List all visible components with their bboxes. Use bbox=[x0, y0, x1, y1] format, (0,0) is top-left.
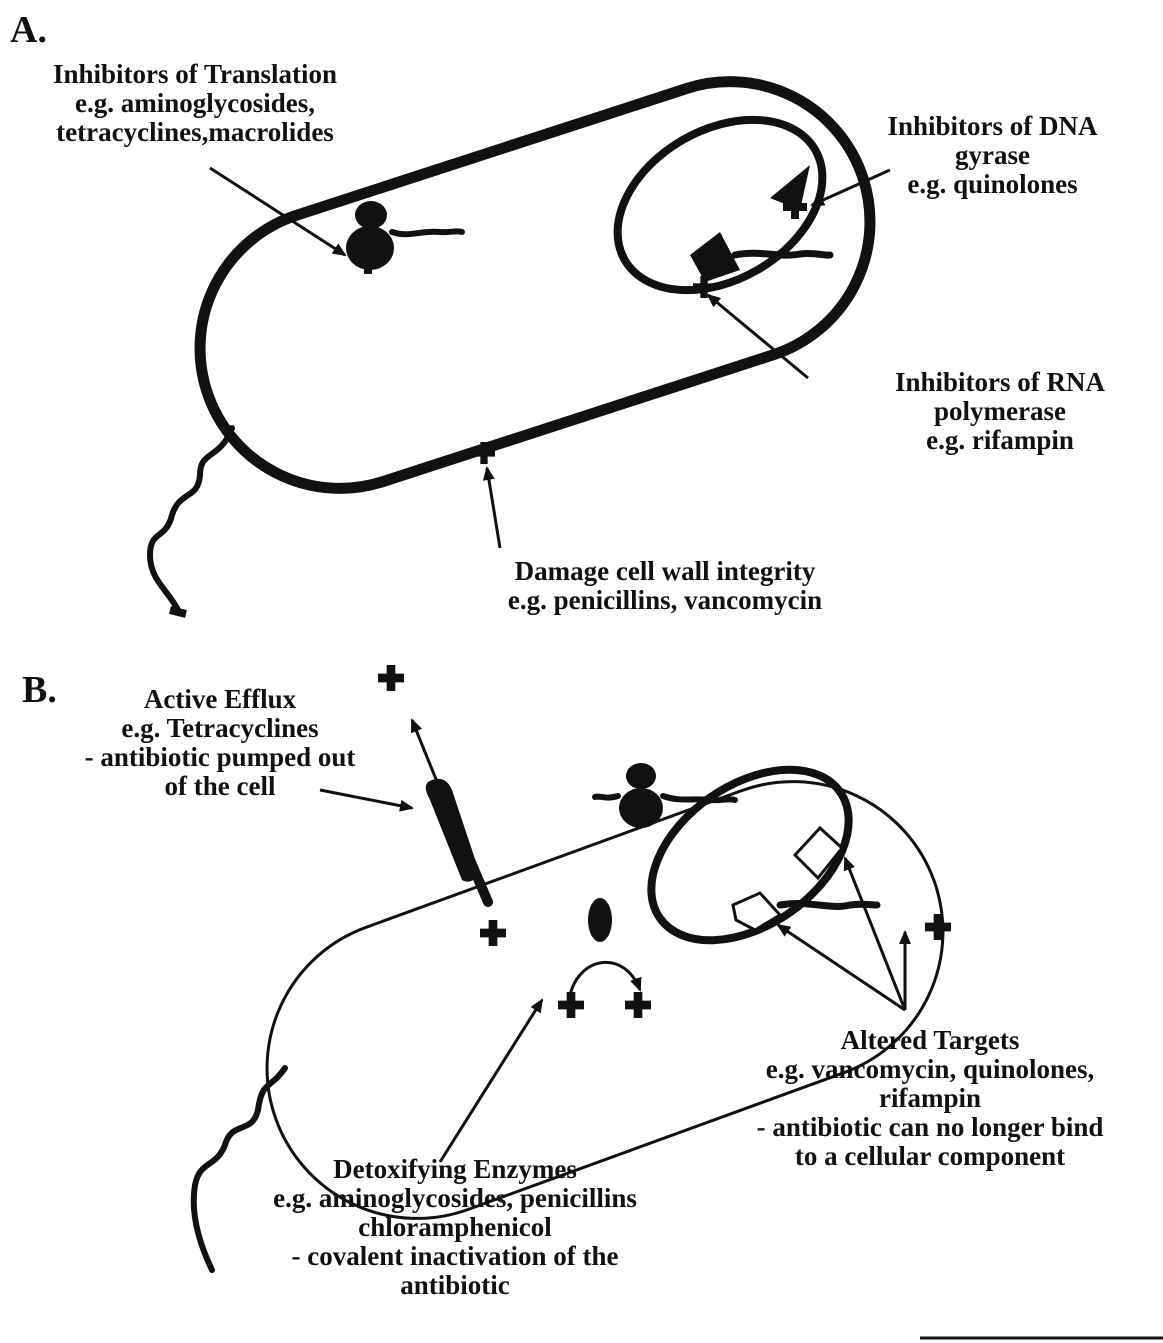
label-altered: Altered Targets e.g. vancomycin, quinolo… bbox=[700, 1026, 1160, 1171]
label-detox-ex2: chloramphenicol bbox=[215, 1213, 695, 1242]
panel-label-a: A. bbox=[10, 8, 47, 52]
antibiotic-molecule-in bbox=[480, 920, 506, 946]
label-cell-wall-ex: e.g. penicillins, vancomycin bbox=[440, 586, 890, 615]
label-rna-pol-title: Inhibitors of RNA bbox=[855, 368, 1145, 397]
label-translation: Inhibitors of Translation e.g. aminoglyc… bbox=[5, 60, 385, 147]
label-translation-title: Inhibitors of Translation bbox=[5, 60, 385, 89]
label-detox-desc2: antibiotic bbox=[215, 1271, 695, 1300]
label-gyrase-title: Inhibitors of DNA bbox=[860, 112, 1125, 141]
label-efflux-ex: e.g. Tetracyclines bbox=[25, 714, 415, 743]
label-altered-ex1: e.g. vancomycin, quinolones, bbox=[700, 1055, 1160, 1084]
label-translation-ex1: e.g. aminoglycosides, bbox=[5, 89, 385, 118]
enzyme-icon bbox=[558, 898, 651, 1018]
label-gyrase-sub: gyrase bbox=[860, 141, 1125, 170]
label-rna-pol-ex: e.g. rifampin bbox=[855, 426, 1145, 455]
dna-plasmid-b bbox=[620, 735, 881, 976]
label-efflux-desc2: of the cell bbox=[25, 772, 415, 801]
label-rna-pol: Inhibitors of RNA polymerase e.g. rifamp… bbox=[855, 368, 1145, 455]
ribosome-icon bbox=[346, 201, 462, 274]
label-detox-desc1: - covalent inactivation of the bbox=[215, 1242, 695, 1271]
arrow-altered-2 bbox=[845, 858, 905, 1010]
label-efflux: Active Efflux e.g. Tetracyclines - antib… bbox=[25, 685, 415, 801]
label-gyrase-ex: e.g. quinolones bbox=[860, 170, 1125, 199]
label-detox-title: Detoxifying Enzymes bbox=[215, 1155, 695, 1184]
label-altered-desc1: - antibiotic can no longer bind bbox=[700, 1113, 1160, 1142]
label-cell-wall-title: Damage cell wall integrity bbox=[440, 557, 890, 586]
arrow-cell-wall bbox=[487, 468, 500, 548]
label-altered-title: Altered Targets bbox=[700, 1026, 1160, 1055]
label-detox-ex1: e.g. aminoglycosides, penicillins bbox=[215, 1184, 695, 1213]
label-efflux-desc1: - antibiotic pumped out bbox=[25, 743, 415, 772]
label-detox: Detoxifying Enzymes e.g. aminoglycosides… bbox=[215, 1155, 695, 1300]
label-rna-pol-sub: polymerase bbox=[855, 397, 1145, 426]
label-cell-wall: Damage cell wall integrity e.g. penicill… bbox=[440, 557, 890, 615]
label-gyrase: Inhibitors of DNA gyrase e.g. quinolones bbox=[860, 112, 1125, 199]
label-altered-desc2: to a cellular component bbox=[700, 1142, 1160, 1171]
label-altered-ex2: rifampin bbox=[700, 1084, 1160, 1113]
arrow-detox bbox=[440, 1000, 542, 1162]
label-efflux-title: Active Efflux bbox=[25, 685, 415, 714]
label-translation-ex2: tetracyclines,macrolides bbox=[5, 118, 385, 147]
flagellum-a bbox=[150, 428, 232, 610]
flagellum-tip-a bbox=[170, 610, 186, 614]
antibiotic-molecule-out-b bbox=[925, 914, 951, 940]
arrow-altered-1 bbox=[778, 925, 905, 1010]
efflux-pump bbox=[412, 720, 488, 902]
